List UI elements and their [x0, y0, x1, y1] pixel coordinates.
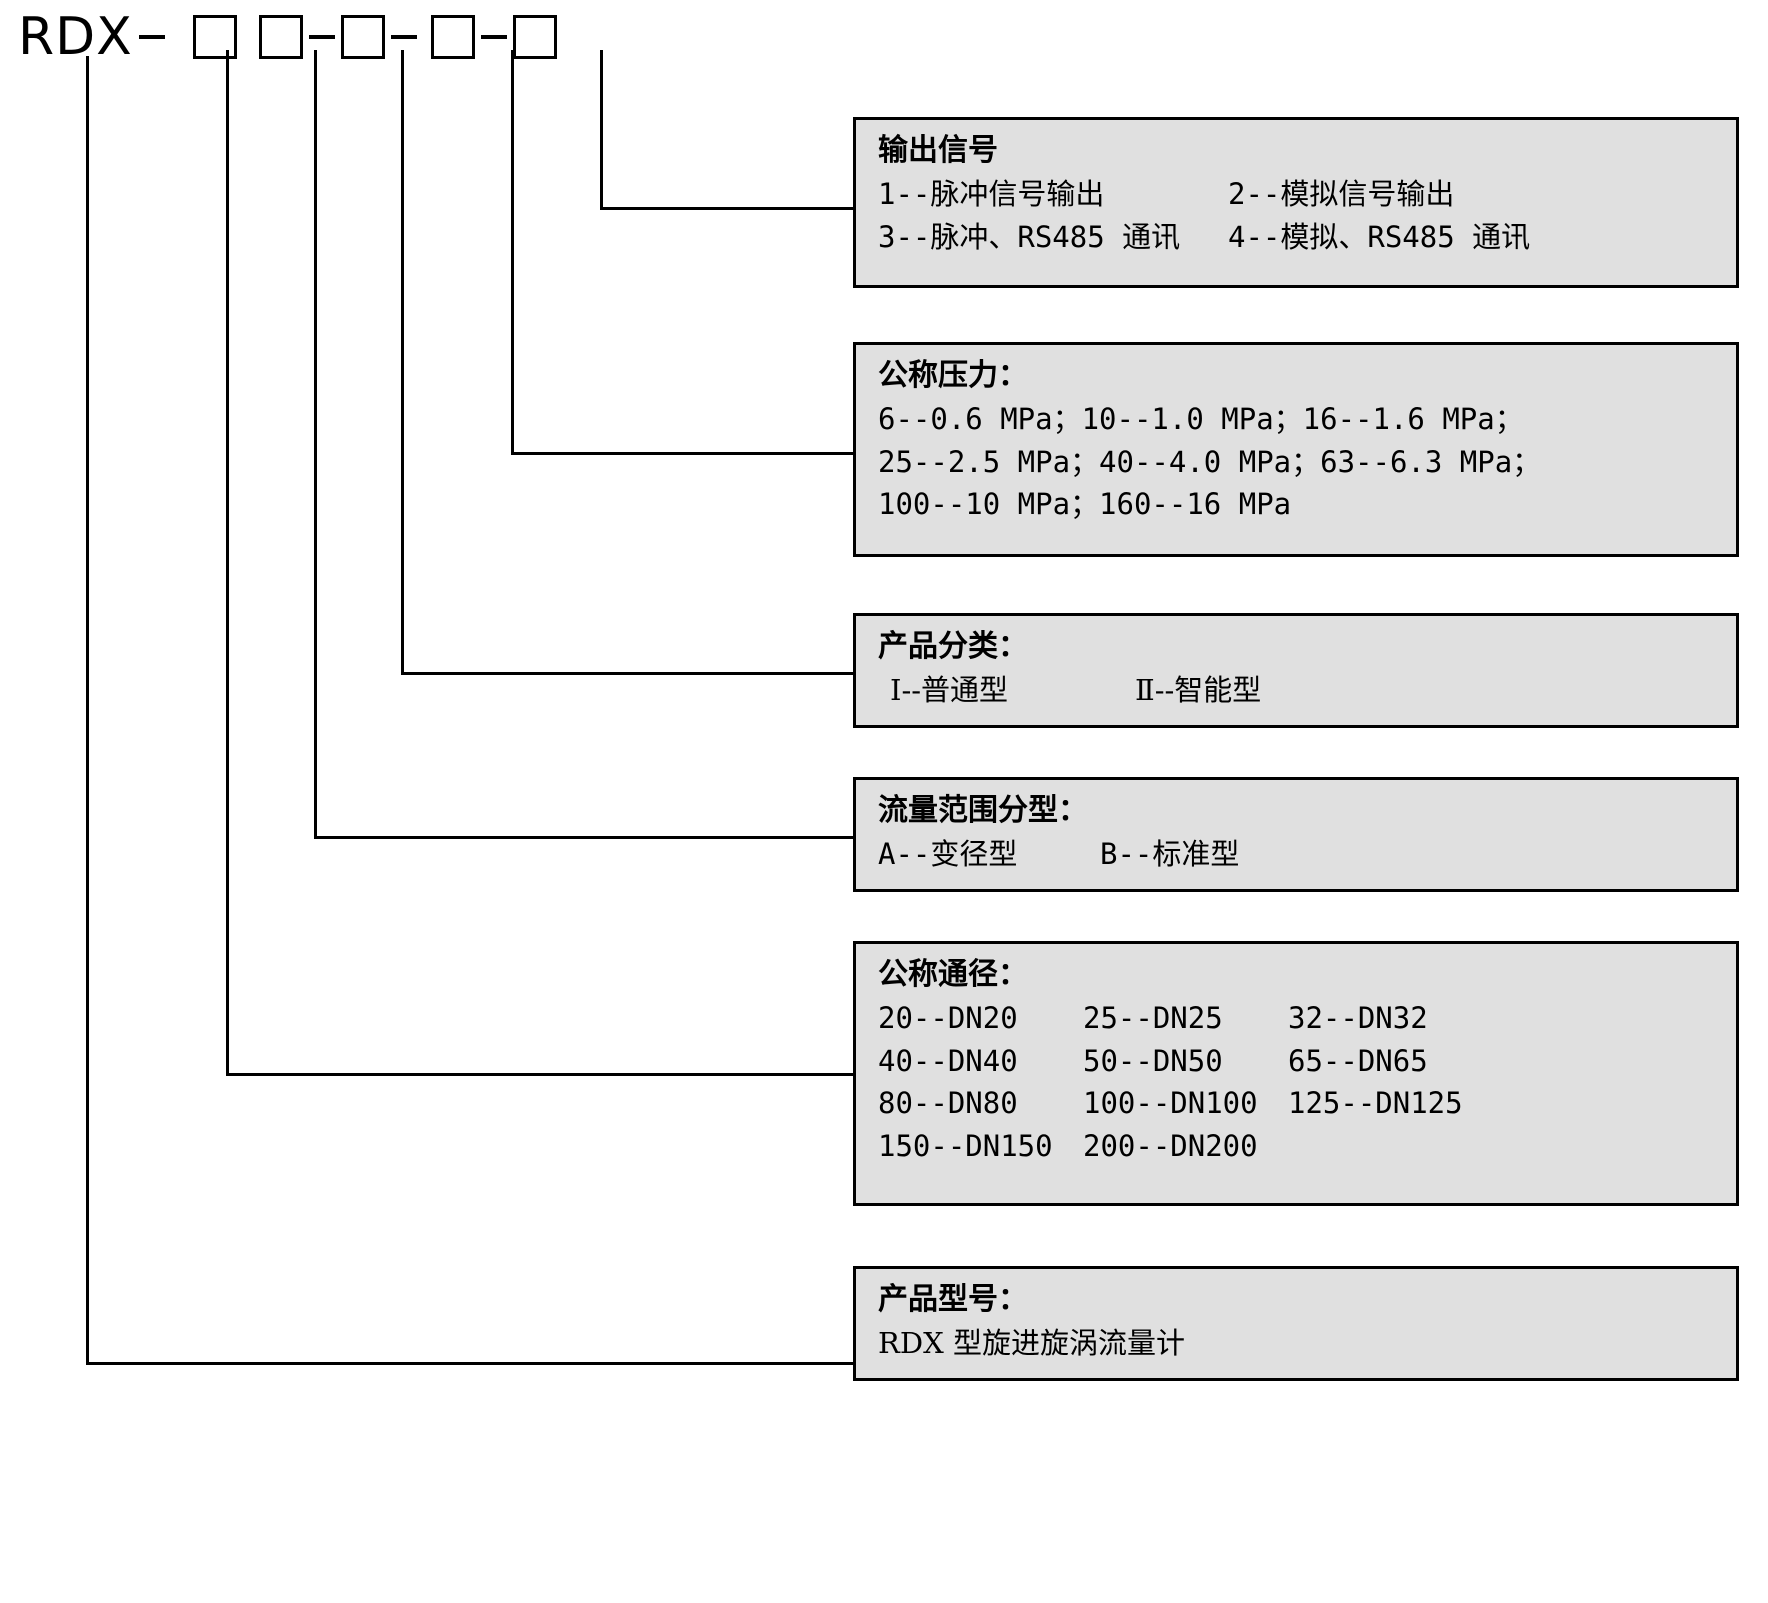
product-classification-option-2: Ⅱ--智能型 — [1135, 672, 1262, 707]
leader-line-flow-range-vertical — [314, 50, 317, 838]
code-box-2[interactable] — [258, 15, 303, 59]
code-box-5[interactable] — [512, 15, 557, 59]
model-code-dash-3 — [390, 35, 417, 39]
leader-line-nominal-pressure-vertical — [511, 50, 514, 454]
leader-line-nominal-diameter-horizontal — [226, 1073, 853, 1076]
panel-output-signal-title: 输出信号 — [878, 133, 998, 168]
dn-cell-50: 50--DN50 — [1083, 1043, 1223, 1078]
model-code-header: RDX — [18, 6, 557, 68]
code-box-4[interactable] — [430, 15, 475, 59]
leader-line-nominal-diameter-vertical — [226, 50, 229, 1075]
panel-product-classification-row-1: Ⅰ--普通型 Ⅱ--智能型 — [878, 669, 1736, 712]
leader-line-output-signal-horizontal — [600, 207, 853, 210]
product-classification-option-1: Ⅰ--普通型 — [890, 672, 1009, 707]
dn-cell-20: 20--DN20 — [878, 1000, 1018, 1035]
panel-nominal-diameter-row-4: 150--DN150 200--DN200 — [878, 1125, 1736, 1168]
dn-cell-200: 200--DN200 — [1083, 1129, 1258, 1164]
panel-nominal-diameter-row-3: 80--DN80 100--DN100 125--DN125 — [878, 1082, 1736, 1125]
dn-cell-100: 100--DN100 — [1083, 1086, 1258, 1121]
panel-output-signal: 输出信号 1--脉冲信号输出 2--模拟信号输出 3--脉冲、RS485 通讯 … — [853, 117, 1739, 288]
model-code-prefix: RDX — [18, 7, 133, 67]
nominal-pressure-row-3: 100--10 MPa；160--16 MPa — [878, 487, 1292, 522]
model-code-dash-1 — [138, 35, 165, 39]
flow-range-option-a: A--变径型 — [878, 836, 1018, 871]
output-signal-option-2: 2--模拟信号输出 — [1228, 176, 1455, 211]
panel-nominal-diameter-title: 公称通径： — [878, 957, 1028, 992]
panel-product-classification: 产品分类： Ⅰ--普通型 Ⅱ--智能型 — [853, 613, 1739, 728]
dn-cell-80: 80--DN80 — [878, 1086, 1018, 1121]
dn-cell-65: 65--DN65 — [1288, 1043, 1428, 1078]
dn-cell-125: 125--DN125 — [1288, 1086, 1463, 1121]
model-code-dash-4 — [480, 35, 507, 39]
product-model-description: RDX 型旋进旋涡流量计 — [878, 1325, 1185, 1360]
model-code-dash-2 — [308, 35, 335, 39]
leader-line-flow-range-horizontal — [314, 836, 853, 839]
code-box-3[interactable] — [340, 15, 385, 59]
leader-line-nominal-pressure-horizontal — [511, 452, 853, 455]
dn-cell-32: 32--DN32 — [1288, 1000, 1428, 1035]
panel-nominal-pressure: 公称压力： 6--0.6 MPa；10--1.0 MPa；16--1.6 MPa… — [853, 342, 1739, 557]
nominal-pressure-row-1: 6--0.6 MPa；10--1.0 MPa；16--1.6 MPa； — [878, 401, 1524, 436]
leader-line-output-signal-vertical — [600, 50, 603, 209]
panel-output-signal-row-2: 3--脉冲、RS485 通讯 4--模拟、RS485 通讯 — [878, 216, 1736, 259]
leader-line-product-model-vertical — [86, 56, 89, 1364]
panel-product-model: 产品型号： RDX 型旋进旋涡流量计 — [853, 1266, 1739, 1381]
code-box-1[interactable] — [192, 15, 237, 59]
panel-flow-range-type: 流量范围分型： A--变径型 B--标准型 — [853, 777, 1739, 892]
output-signal-option-3: 3--脉冲、RS485 通讯 — [878, 219, 1181, 254]
dn-cell-40: 40--DN40 — [878, 1043, 1018, 1078]
panel-nominal-diameter-row-1: 20--DN20 25--DN25 32--DN32 — [878, 997, 1736, 1040]
panel-nominal-diameter-row-2: 40--DN40 50--DN50 65--DN65 — [878, 1040, 1736, 1083]
output-signal-option-1: 1--脉冲信号输出 — [878, 176, 1105, 211]
panel-flow-range-type-row-1: A--变径型 B--标准型 — [878, 833, 1736, 876]
panel-output-signal-row-1: 1--脉冲信号输出 2--模拟信号输出 — [878, 173, 1736, 216]
leader-line-product-model-horizontal — [86, 1362, 853, 1365]
panel-nominal-pressure-title: 公称压力： — [878, 358, 1028, 393]
output-signal-option-4: 4--模拟、RS485 通讯 — [1228, 219, 1531, 254]
leader-line-product-classification-horizontal — [401, 672, 853, 675]
panel-product-model-title: 产品型号： — [878, 1282, 1028, 1317]
panel-flow-range-type-title: 流量范围分型： — [878, 793, 1088, 828]
dn-cell-25: 25--DN25 — [1083, 1000, 1223, 1035]
flow-range-option-b: B--标准型 — [1100, 836, 1240, 871]
dn-cell-150: 150--DN150 — [878, 1129, 1053, 1164]
nominal-pressure-row-2: 25--2.5 MPa；40--4.0 MPa；63--6.3 MPa； — [878, 444, 1542, 479]
leader-line-product-classification-vertical — [401, 50, 404, 674]
panel-nominal-diameter: 公称通径： 20--DN20 25--DN25 32--DN32 40--DN4… — [853, 941, 1739, 1206]
panel-product-classification-title: 产品分类： — [878, 629, 1028, 664]
